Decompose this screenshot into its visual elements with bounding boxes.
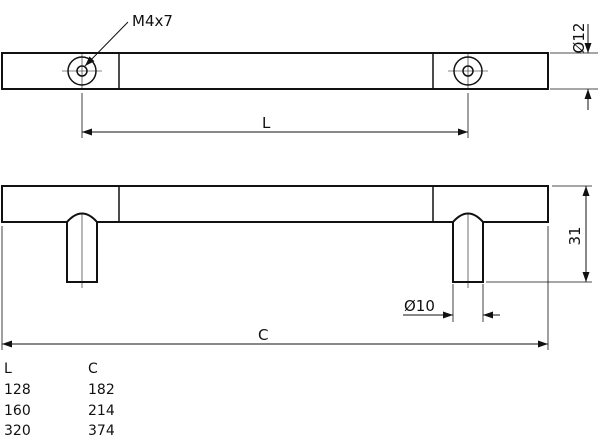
size-table: L C 128 182 160 214 320 374: [4, 361, 115, 437]
post-diameter-label: Ø10: [404, 297, 435, 315]
size-table-cell: 214: [88, 403, 115, 419]
height-label: 31: [566, 226, 584, 245]
overall-length-label: C: [258, 326, 268, 344]
size-table-cell: 320: [4, 423, 31, 437]
post-right: [452, 212, 484, 288]
side-bar: [1, 185, 549, 223]
size-table-header-l: L: [4, 361, 12, 377]
side-view: [1, 185, 592, 350]
top-bar: [1, 52, 549, 90]
post-left: [66, 212, 98, 288]
size-table-header-c: C: [88, 361, 98, 377]
size-table-cell: 374: [88, 423, 115, 437]
thread-leader: [84, 21, 129, 67]
hole-left: [62, 53, 102, 89]
hole-right: [448, 53, 488, 89]
hole-spacing-label: L: [262, 114, 271, 132]
size-table-cell: 182: [88, 382, 115, 398]
thread-label: M4x7: [132, 12, 173, 30]
size-table-cell: 128: [4, 382, 31, 398]
bar-diameter-label: Ø12: [570, 23, 588, 54]
top-view: [1, 21, 598, 138]
size-table-cell: 160: [4, 403, 31, 419]
